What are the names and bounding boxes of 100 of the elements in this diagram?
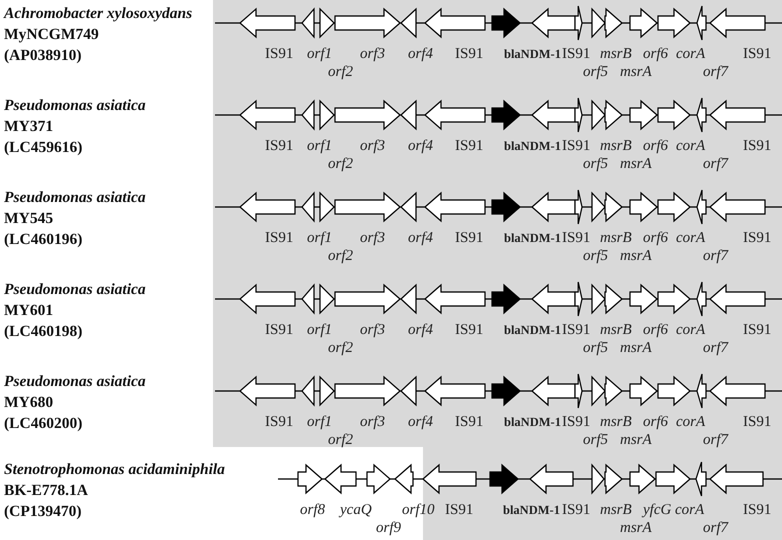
- gene-label: IS91: [455, 229, 484, 247]
- gene-label: orf7: [703, 247, 728, 265]
- species-name: Pseudomonas asiatica: [4, 372, 146, 392]
- gene-label: msrA: [620, 247, 652, 265]
- gene-label: IS91: [445, 501, 474, 519]
- gene-label: orf5: [583, 155, 608, 173]
- gene-label: orf4: [408, 45, 434, 63]
- gene-label: orf2: [328, 431, 354, 449]
- gene-label: IS91: [562, 229, 590, 247]
- gene-label: corA: [676, 229, 706, 247]
- gene-label: IS91: [265, 137, 294, 155]
- strain-name: BK-E778.1A: [4, 481, 88, 501]
- gene-label: IS91: [562, 413, 590, 431]
- gene-label: msrA: [620, 155, 652, 173]
- gene-label: IS91: [455, 137, 484, 155]
- gene-label: orf2: [328, 63, 354, 81]
- gene-label: IS91: [455, 413, 484, 431]
- gene-label: blaNDM-1: [504, 230, 561, 247]
- gene-label: orf3: [360, 229, 386, 247]
- gene-label: orf7: [703, 339, 728, 357]
- gene-label: IS91: [743, 45, 772, 63]
- gene-label: orf5: [583, 339, 608, 357]
- gene-label: orf6: [643, 413, 668, 431]
- gene-label: orf4: [408, 321, 434, 339]
- gene-label: orf9: [376, 519, 402, 537]
- gene-label: orf5: [583, 431, 608, 449]
- gene-label: msrA: [620, 519, 652, 537]
- gene-label: IS91: [743, 321, 772, 339]
- gene-label: IS91: [455, 321, 484, 339]
- strain-name: MY680: [4, 393, 54, 413]
- gene-label: msrA: [620, 339, 652, 357]
- gene-label: IS91: [265, 413, 294, 431]
- species-name: Stenotrophomonas acidaminiphila: [4, 460, 225, 480]
- species-name: Pseudomonas asiatica: [4, 188, 146, 208]
- gene-label: blaNDM-1: [503, 502, 560, 519]
- gene-label: orf1: [307, 413, 332, 431]
- gene-label: msrA: [620, 63, 652, 81]
- gene-label: orf2: [328, 247, 354, 265]
- gene-label: orf5: [583, 63, 608, 81]
- gene-label: orf6: [643, 229, 668, 247]
- gene-label: IS91: [743, 229, 772, 247]
- species-name: Pseudomonas asiatica: [4, 280, 146, 300]
- gene-label: IS91: [743, 501, 772, 519]
- gene-label: msrB: [600, 413, 632, 431]
- gene-label: orf3: [360, 45, 386, 63]
- accession-number: (LC460200): [4, 414, 82, 434]
- gene-label: orf3: [360, 413, 386, 431]
- gene-label: orf1: [307, 137, 332, 155]
- gene-label: orf1: [307, 45, 332, 63]
- gene-label: IS91: [562, 137, 590, 155]
- strain-name: MY601: [4, 301, 54, 321]
- gene-label: IS91: [743, 137, 772, 155]
- gene-label: blaNDM-1: [504, 322, 561, 339]
- species-name: Pseudomonas asiatica: [4, 96, 146, 116]
- strain-name: MY545: [4, 209, 54, 229]
- gene-label: blaNDM-1: [504, 46, 561, 63]
- gene-label: orf7: [703, 431, 728, 449]
- gene-label: orf6: [643, 321, 668, 339]
- gene-label: IS91: [265, 229, 294, 247]
- gene-label: orf4: [408, 413, 434, 431]
- gene-label: corA: [675, 501, 704, 519]
- gene-label: orf10: [402, 501, 435, 519]
- gene-label: orf2: [328, 339, 354, 357]
- gene-label: IS91: [743, 413, 772, 431]
- gene-label: orf2: [328, 155, 354, 173]
- gene-label: IS91: [265, 45, 294, 63]
- gene-label: ycaQ: [340, 501, 372, 519]
- gene-label: corA: [676, 45, 706, 63]
- gene-label: msrB: [600, 321, 632, 339]
- gene-label: orf3: [360, 321, 386, 339]
- strain-name: MyNCGM749: [4, 25, 99, 45]
- accession-number: (LC459616): [4, 138, 82, 158]
- gene-label: msrB: [600, 137, 632, 155]
- gene-label: orf1: [307, 229, 332, 247]
- gene-label: msrA: [620, 431, 652, 449]
- gene-label: orf4: [408, 137, 434, 155]
- gene-label: corA: [676, 413, 706, 431]
- gene-label: IS91: [562, 45, 590, 63]
- gene-label: IS91: [455, 45, 484, 63]
- gene-label: orf6: [643, 45, 668, 63]
- accession-number: (LC460196): [4, 230, 82, 250]
- gene-label: blaNDM-1: [504, 414, 561, 431]
- gene-label: orf6: [643, 137, 668, 155]
- gene-label: orf1: [307, 321, 332, 339]
- gene-label: orf7: [703, 519, 728, 537]
- strain-name: MY371: [4, 117, 54, 137]
- gene-label: msrB: [600, 45, 632, 63]
- gene-label: msrB: [600, 229, 632, 247]
- gene-label: corA: [676, 137, 706, 155]
- gene-label: blaNDM-1: [504, 138, 561, 155]
- accession-number: (AP038910): [4, 46, 82, 66]
- accession-number: (LC460198): [4, 322, 82, 342]
- gene-label: msrB: [600, 501, 632, 519]
- gene-label: IS91: [562, 501, 590, 519]
- accession-number: (CP139470): [4, 502, 82, 522]
- gene-label: IS91: [562, 321, 590, 339]
- gene-label: IS91: [265, 321, 294, 339]
- gene-label: orf4: [408, 229, 434, 247]
- gene-label: orf7: [703, 63, 728, 81]
- gene-label: orf3: [360, 137, 386, 155]
